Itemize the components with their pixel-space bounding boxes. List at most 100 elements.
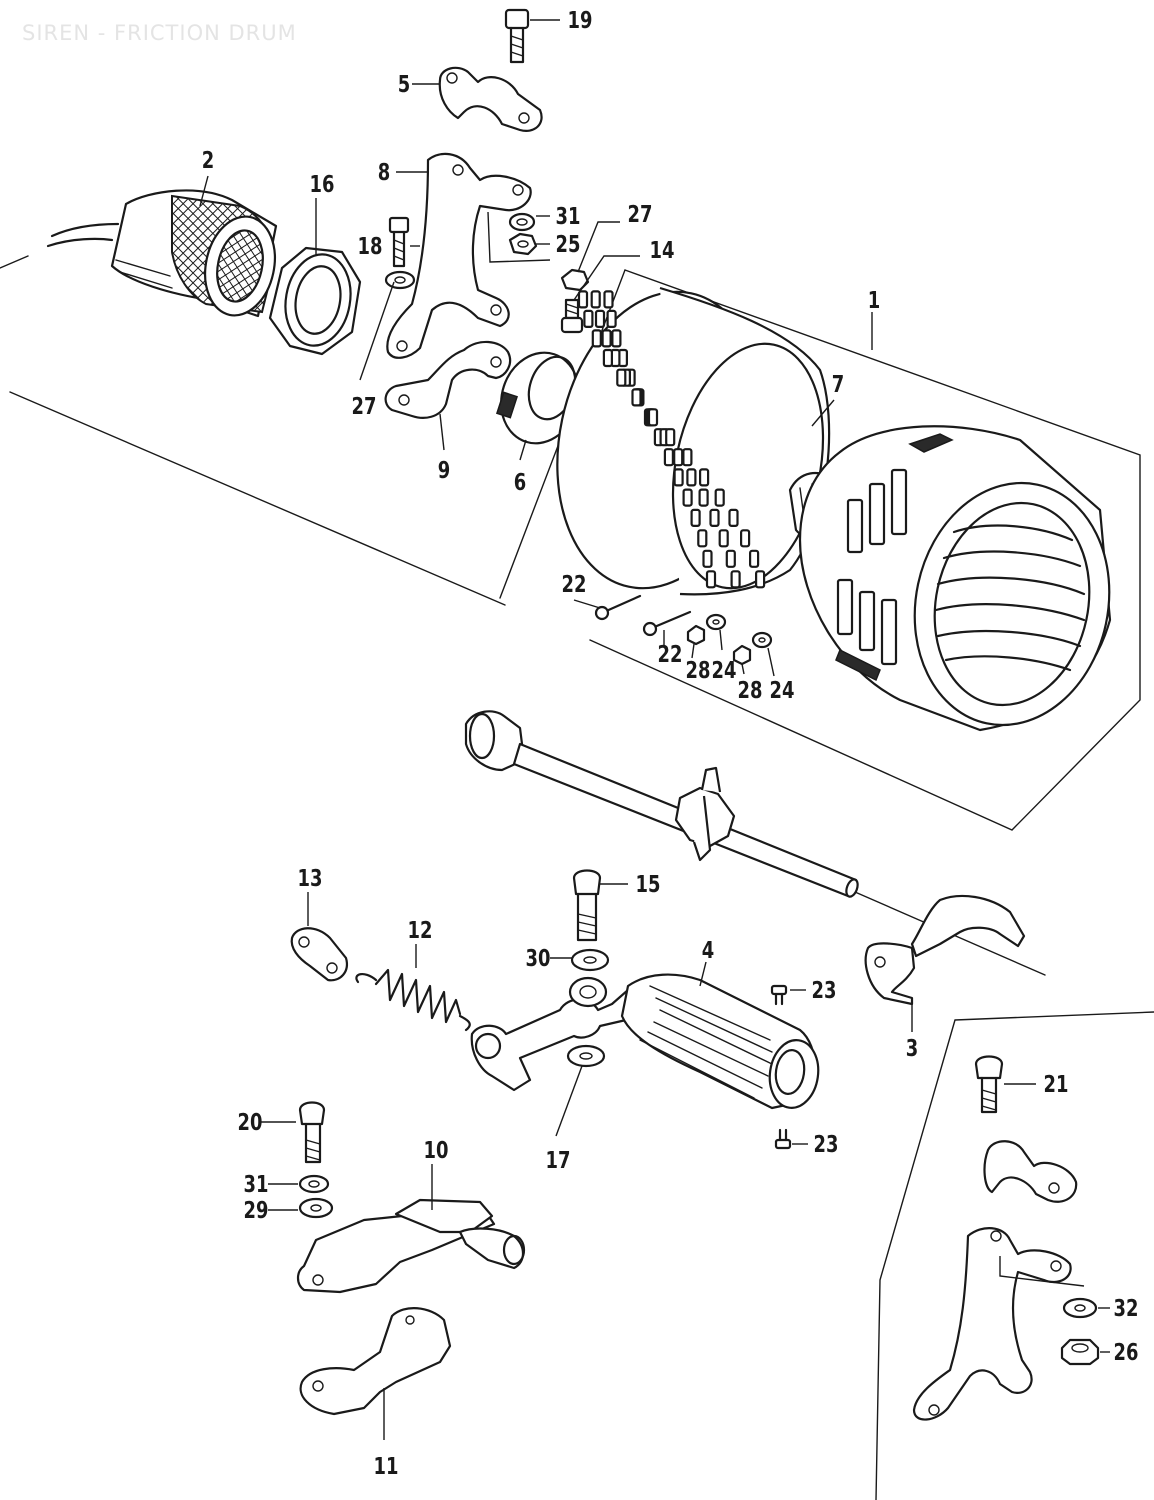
callout-4: 4 [702, 937, 714, 964]
band-slots [577, 290, 766, 589]
callout-1: 1 [868, 287, 880, 314]
band-slot [583, 309, 594, 328]
callout-27-lower: 27 [352, 393, 377, 420]
callout-31-lower: 31 [244, 1171, 269, 1198]
callout-18: 18 [358, 233, 383, 260]
plate-13 [290, 927, 348, 982]
bolt-14 [560, 298, 584, 334]
band-slot [602, 348, 614, 368]
band-slot [594, 309, 606, 328]
washer-17 [566, 1044, 606, 1068]
callout-9: 9 [438, 457, 450, 484]
callout-12: 12 [408, 917, 433, 944]
callout-11: 11 [374, 1453, 399, 1480]
screw-23-upper [770, 984, 788, 1006]
bracket-10 [296, 1198, 526, 1294]
band-slot [682, 488, 693, 507]
callout-29: 29 [244, 1197, 269, 1224]
washer-29 [298, 1197, 334, 1219]
callout-5: 5 [398, 71, 410, 98]
nut-27-upper [560, 268, 590, 292]
callout-22-b: 22 [658, 641, 683, 668]
washer-31 [508, 212, 536, 232]
bolt-18 [384, 216, 416, 290]
callout-24-a: 24 [712, 657, 737, 684]
washer-24-b [751, 631, 773, 649]
callout-28-b: 28 [738, 677, 763, 704]
band-slot [686, 468, 697, 487]
band-slot [665, 428, 676, 447]
knurled-housing-2 [46, 189, 278, 318]
screw-23-lower [774, 1128, 792, 1150]
callout-7: 7 [832, 371, 844, 398]
bolt-21 [974, 1055, 1004, 1114]
washer-24-a [705, 613, 727, 631]
bracket-8 [386, 152, 532, 359]
band-slot [698, 468, 710, 487]
nut-25 [508, 232, 538, 256]
actuator-rod [464, 710, 859, 898]
drum-grille-lines [934, 524, 1086, 672]
band-slot [673, 448, 684, 467]
callout-27-upper: 27 [628, 201, 653, 228]
bracket-3 [864, 894, 1026, 1006]
band-slot [601, 329, 612, 348]
band-slot [606, 309, 617, 328]
screw-22-a [594, 594, 642, 621]
nut-28-b [732, 644, 752, 666]
band-slot [590, 290, 601, 309]
callout-3: 3 [906, 1035, 918, 1062]
callout-22-a: 22 [562, 571, 587, 598]
plate-11 [299, 1307, 452, 1416]
callout-26: 26 [1114, 1339, 1139, 1366]
bolt-20 [298, 1101, 326, 1164]
callout-15: 15 [636, 871, 661, 898]
clamp-9 [384, 340, 512, 419]
callout-21: 21 [1044, 1071, 1069, 1098]
callout-16: 16 [310, 171, 335, 198]
washer-31-lower [298, 1174, 330, 1194]
screw-22-b [642, 610, 692, 637]
callout-19: 19 [568, 7, 593, 34]
band-slot [603, 290, 614, 309]
band-slot [697, 529, 708, 548]
band-slot [739, 529, 751, 548]
band-slot [714, 488, 725, 507]
lever-4 [470, 973, 820, 1110]
band-slot [577, 290, 589, 309]
band-slot [730, 570, 741, 589]
callout-20: 20 [238, 1109, 263, 1136]
callout-32: 32 [1114, 1295, 1139, 1322]
callout-labels: 19 5 2 16 8 31 27 25 18 14 1 27 7 9 6 22… [202, 7, 1139, 1480]
band-slot [728, 508, 739, 527]
perforated-band-7 [556, 286, 831, 596]
diagram-title: SIREN - FRICTION DRUM [22, 21, 297, 45]
band-slot [631, 388, 642, 407]
callout-14: 14 [650, 237, 675, 264]
siren-drum-1 [788, 425, 1112, 732]
callout-10: 10 [424, 1137, 449, 1164]
band-slot [611, 329, 622, 348]
band-slot [647, 408, 659, 427]
bracket-right [912, 1227, 1072, 1421]
band-slot [748, 549, 760, 568]
band-slot [690, 508, 701, 527]
band-slot [591, 329, 602, 348]
nut-16 [268, 246, 362, 356]
callout-30: 30 [526, 945, 551, 972]
callout-8: 8 [378, 159, 390, 186]
band-slot [702, 549, 713, 568]
bolt-19 [504, 8, 530, 64]
callout-31: 31 [556, 203, 581, 230]
band-slot [698, 488, 709, 507]
clamp-right [983, 1140, 1078, 1203]
callout-28-a: 28 [686, 657, 711, 684]
drum-side-slots [835, 433, 954, 682]
washer-32 [1062, 1297, 1098, 1319]
callout-23-lower: 23 [814, 1131, 839, 1158]
leader-lines [199, 19, 1110, 1440]
callout-17: 17 [546, 1147, 571, 1174]
band-slot [673, 468, 684, 487]
callout-23-upper: 23 [812, 977, 837, 1004]
